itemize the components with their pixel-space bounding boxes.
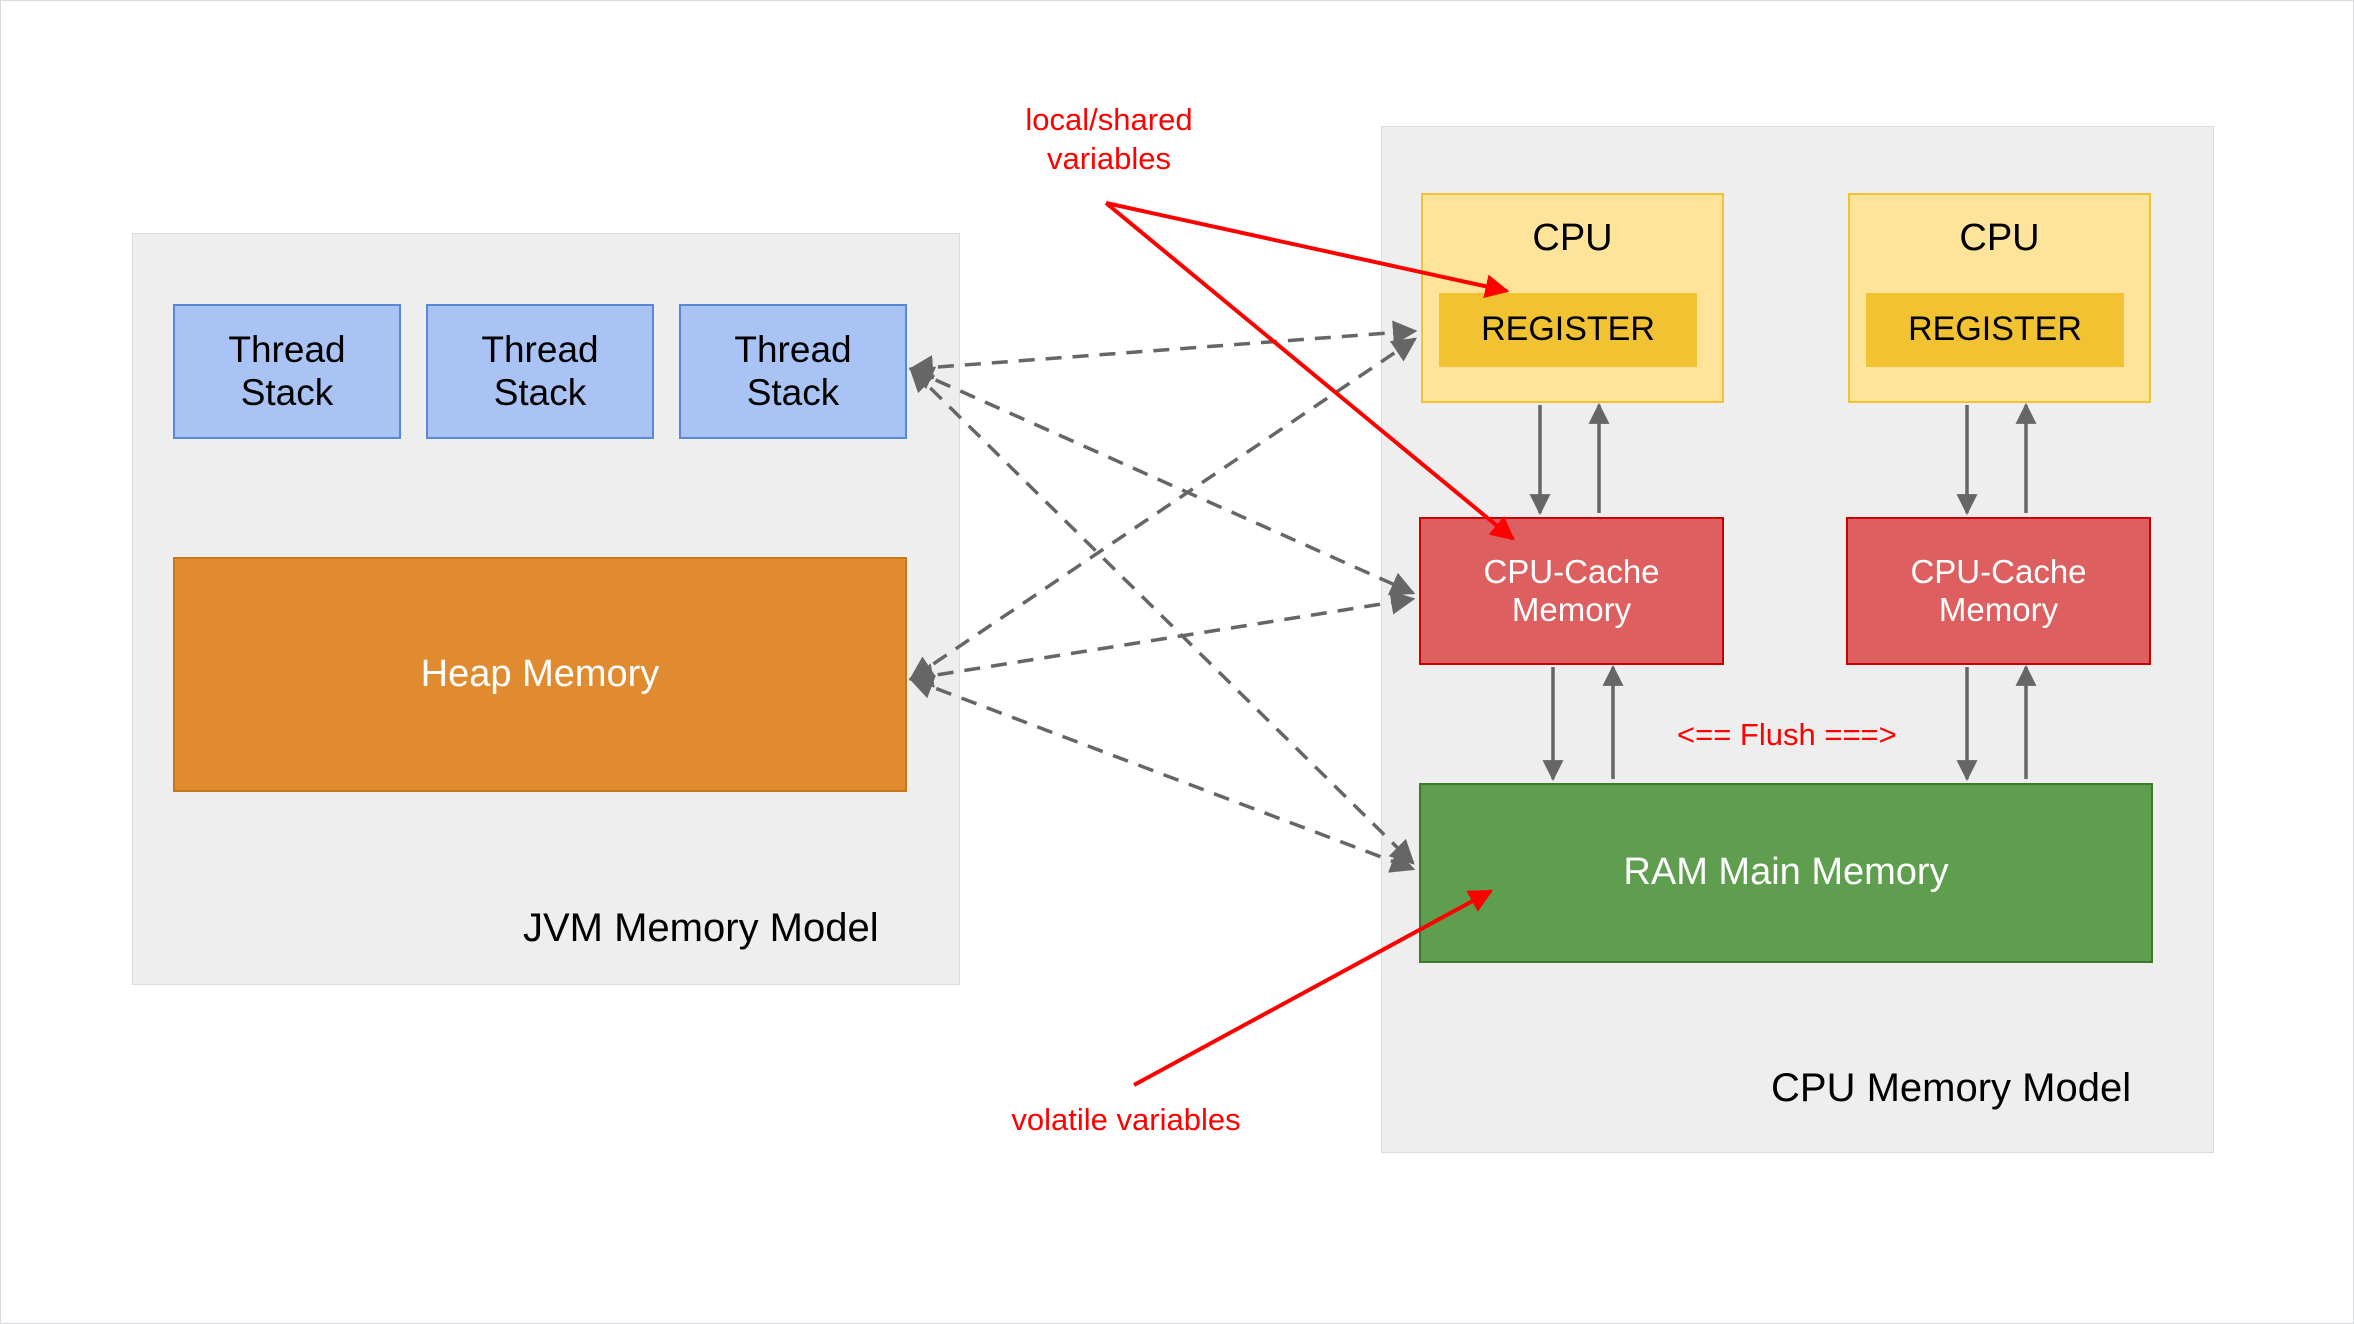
connector-threadstack-cache: [908, 366, 1416, 596]
connector-heap-cache: [908, 590, 1416, 688]
volatile-variables-annotation: volatile variables: [1011, 1102, 1241, 1137]
cpu-panel-title: CPU Memory Model: [1771, 1066, 2132, 1110]
cpu-cache-memory-box-2: CPU-Cache Memory: [1846, 517, 2151, 665]
thread-stack-box-2: Thread Stack: [426, 304, 654, 439]
thread-stack-box-3: Thread Stack: [679, 304, 907, 439]
thread-stack-box-1: Thread Stack: [173, 304, 401, 439]
ram-main-memory-box: RAM Main Memory: [1419, 783, 2153, 963]
connector-threadstack-ram: [909, 367, 1415, 865]
register-box-2: REGISTER: [1866, 293, 2124, 367]
heap-memory-box: Heap Memory: [173, 557, 907, 792]
jvm-panel-title: JVM Memory Model: [523, 906, 879, 950]
connector-heap-register: [908, 337, 1418, 681]
connector-threadstack-register: [908, 320, 1418, 380]
register-box-1: REGISTER: [1439, 293, 1697, 367]
local-shared-variables-annotation: local/shared variables: [1025, 102, 1193, 176]
cpu-cache-memory-box-1: CPU-Cache Memory: [1419, 517, 1724, 665]
connector-heap-ram: [908, 675, 1416, 873]
flush-label: <== Flush ===>: [1677, 717, 1897, 752]
